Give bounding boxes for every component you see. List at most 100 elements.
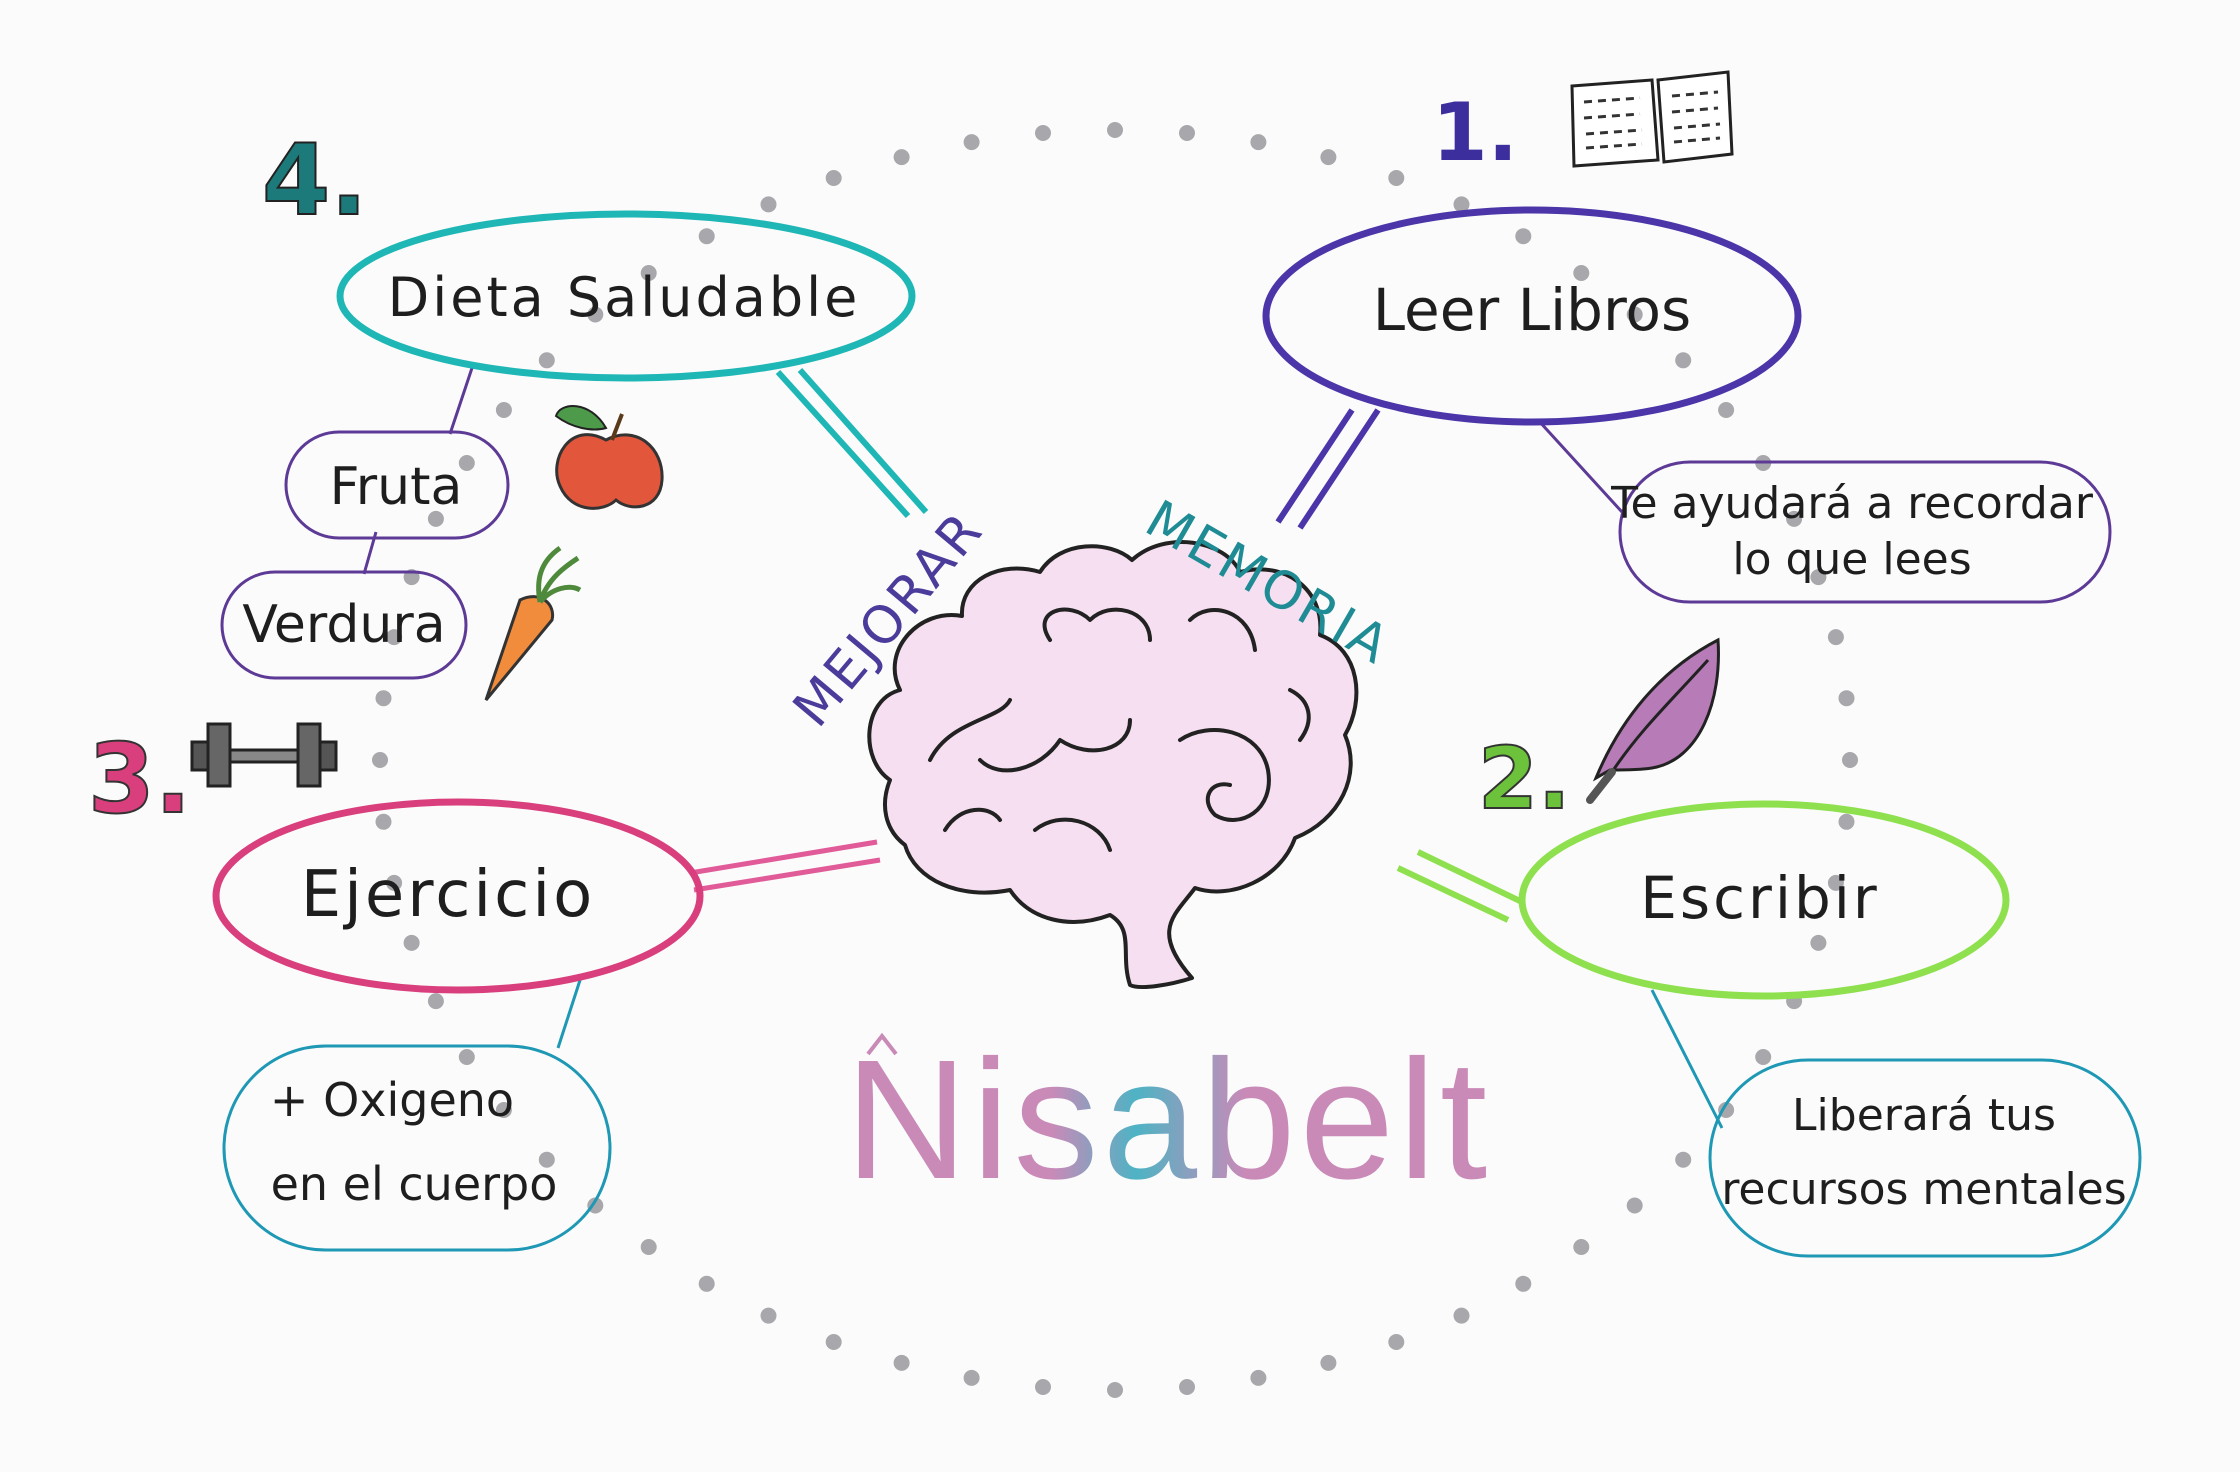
- ring-dot: [1827, 629, 1844, 646]
- ring-dot: [1320, 1354, 1337, 1371]
- branch-node-dieta-saludable: [336, 210, 916, 382]
- ring-dot: [1838, 813, 1855, 830]
- ring-dot: [375, 690, 392, 707]
- note-line-leer-2: lo que lees: [1732, 534, 1971, 585]
- connector-ejercicio: [689, 839, 881, 893]
- branch-node-escribir: [1518, 800, 2010, 1000]
- ring-dot: [1675, 352, 1692, 369]
- connector-leer-libros: [1275, 408, 1381, 530]
- ring-dot: [640, 1239, 657, 1255]
- ring-dot: [1786, 510, 1803, 527]
- open-book-icon: [1570, 70, 1734, 168]
- note-box-leer-libros: [1618, 460, 2112, 604]
- signature-logo: Nisabelt: [845, 1025, 1491, 1215]
- branch-number-2: 2.: [1478, 729, 1571, 829]
- ring-dot: [372, 752, 388, 768]
- ring-dot: [386, 629, 403, 646]
- ring-dot: [963, 1369, 980, 1386]
- ring-dot: [386, 874, 403, 891]
- ring-dot: [1179, 1379, 1195, 1395]
- connector-dieta: [775, 368, 929, 519]
- ring-dot: [587, 1197, 604, 1214]
- sub-item-box-fruta: [284, 430, 510, 540]
- ring-dot: [1107, 1382, 1123, 1398]
- ring-dot: [1250, 134, 1267, 151]
- note-box-escribir: [1708, 1058, 2142, 1258]
- connector-escribir: [1396, 849, 1524, 923]
- ring-dot: [427, 510, 444, 527]
- note-connector-escribir: [1650, 989, 1724, 1129]
- ring-dot: [760, 1307, 777, 1324]
- ring-dot: [1573, 1239, 1590, 1255]
- ring-dot: [1107, 122, 1123, 138]
- note-connector-leer: [1536, 418, 1624, 514]
- feather-quill-icon: [1586, 637, 1720, 804]
- ring-dot: [760, 196, 777, 213]
- brain-illustration: [867, 540, 1359, 989]
- ring-dot: [458, 1049, 475, 1065]
- ring-dot: [458, 455, 475, 471]
- note-line-escribir-2: recursos mentales: [1721, 1164, 2126, 1215]
- branch-number-1: 1.: [1432, 86, 1518, 179]
- sub-item-fruta: Fruta: [330, 457, 463, 517]
- ring-dot: [495, 402, 512, 418]
- ring-dot: [1388, 1334, 1405, 1350]
- branch-title-ejercicio: Ejercicio: [301, 858, 596, 932]
- ring-dot: [1179, 125, 1195, 141]
- ring-dot: [640, 265, 657, 281]
- note-line-ejercicio-2: en el cuerpo: [271, 1157, 558, 1211]
- ring-dot: [1626, 306, 1643, 323]
- ring-dot: [893, 149, 910, 166]
- ring-dot: [1755, 1049, 1772, 1065]
- ring-dot: [1842, 752, 1858, 768]
- note-connector-ejercicio: [556, 973, 584, 1049]
- note-box-ejercicio: [222, 1044, 612, 1252]
- ring-dot: [1453, 196, 1470, 213]
- signature-hat-mark: [866, 1032, 898, 1056]
- dumbbell-icon: [190, 722, 338, 788]
- ring-dot: [1827, 874, 1844, 891]
- branch-number-4: 4.: [262, 124, 367, 238]
- sub-item-verdura: Verdura: [242, 595, 445, 655]
- ring-dot: [1718, 402, 1735, 418]
- ring-dot: [375, 813, 392, 830]
- ring-dot: [893, 1354, 910, 1371]
- branch-node-leer-libros: [1262, 206, 1802, 426]
- ring-dot: [427, 993, 444, 1010]
- ring-dot: [1810, 569, 1827, 586]
- sub-item-box-verdura: [220, 570, 468, 680]
- ring-dot: [1838, 690, 1855, 707]
- note-line-leer-1: Te ayudará a recordar: [1610, 478, 2094, 529]
- ring-dot: [1573, 265, 1590, 281]
- ring-dot: [825, 170, 842, 186]
- apple-icon: [554, 405, 664, 510]
- carrot-icon: [484, 545, 582, 701]
- ring-dot: [963, 134, 980, 151]
- ring-dot: [538, 1151, 555, 1168]
- ring-dot: [1626, 1197, 1643, 1214]
- ring-dot: [538, 352, 555, 369]
- ring-dot: [1515, 1275, 1532, 1292]
- branch-number-3: 3.: [88, 723, 191, 835]
- ring-dot: [495, 1102, 512, 1118]
- branch-title-dieta-saludable: Dieta Saludable: [388, 266, 861, 329]
- ring-dot: [1035, 1379, 1051, 1395]
- note-line-escribir-1: Liberará tus: [1792, 1090, 2056, 1141]
- ring-dot: [1515, 228, 1532, 245]
- ring-dot: [1035, 125, 1051, 141]
- sub-connector-fruta: [448, 367, 474, 435]
- note-line-ejercicio-1: + Oxigeno: [270, 1073, 514, 1127]
- branch-title-escribir: Escribir: [1640, 864, 1880, 932]
- brain-shape: [867, 540, 1359, 989]
- ring-dot: [698, 1275, 715, 1292]
- ring-dot: [403, 934, 420, 951]
- branch-node-ejercicio: [212, 798, 704, 994]
- ring-dot: [1453, 1307, 1470, 1324]
- ring-dot: [1320, 149, 1337, 166]
- ring-dot: [825, 1334, 842, 1350]
- ring-dot: [1250, 1369, 1267, 1386]
- ring-dot: [1388, 170, 1405, 186]
- ring-dot: [1675, 1151, 1692, 1168]
- ring-dot: [698, 228, 715, 245]
